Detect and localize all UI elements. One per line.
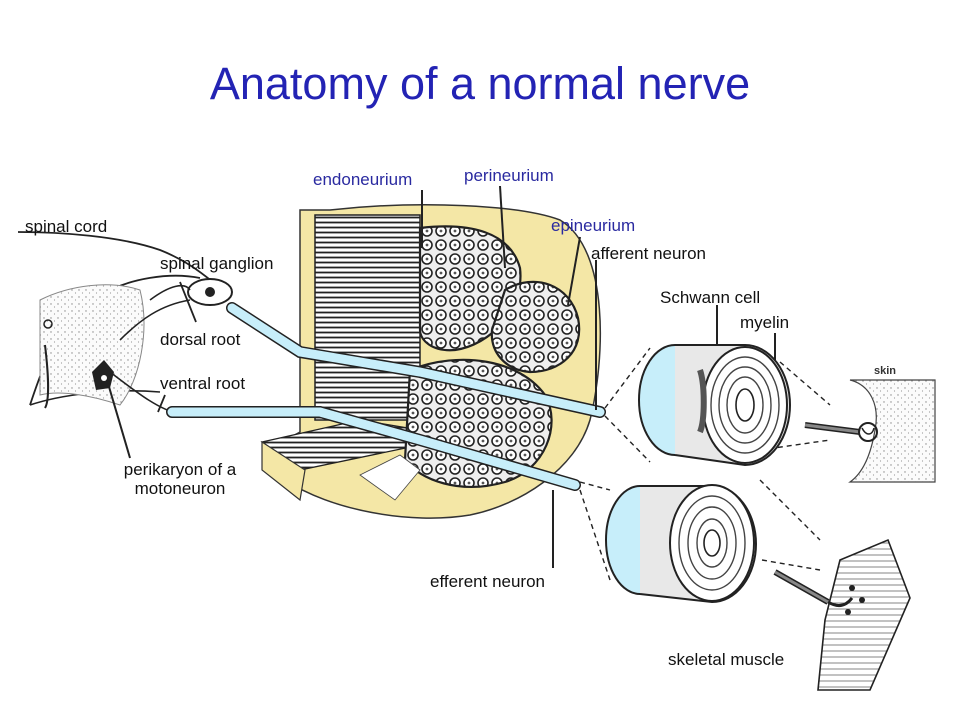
label-skin: skin: [874, 365, 897, 377]
label-epineurium: epineurium: [551, 216, 636, 235]
label-efferent-neuron: efferent neuron: [430, 572, 545, 591]
page-title: Anatomy of a normal nerve: [209, 58, 751, 109]
skin-drawing: [804, 379, 936, 483]
label-afferent-neuron: afferent neuron: [591, 244, 706, 263]
label-myelin: myelin: [740, 313, 790, 332]
label-perineurium: perineurium: [464, 166, 554, 185]
label-dorsal-root: dorsal root: [160, 330, 241, 349]
label-spinal-ganglion: spinal ganglion: [160, 254, 274, 273]
spinal-cord-drawing: [17, 231, 233, 459]
axon-tubes: [166, 302, 606, 491]
label-perikaryon: perikaryon of a motoneuron: [123, 460, 237, 498]
myelinated-fiber-upper: [638, 344, 791, 467]
label-spinal-cord: spinal cord: [25, 217, 108, 236]
label-ventral-root: ventral root: [160, 374, 246, 393]
nerve-bundle: [260, 204, 602, 519]
skeletal-muscle-drawing: [773, 538, 911, 691]
label-skeletal-muscle: skeletal muscle: [668, 650, 785, 669]
label-endoneurium: endoneurium: [313, 170, 413, 189]
myelinated-fiber-lower: [605, 484, 757, 604]
label-schwann-cell: Schwann cell: [660, 288, 761, 307]
